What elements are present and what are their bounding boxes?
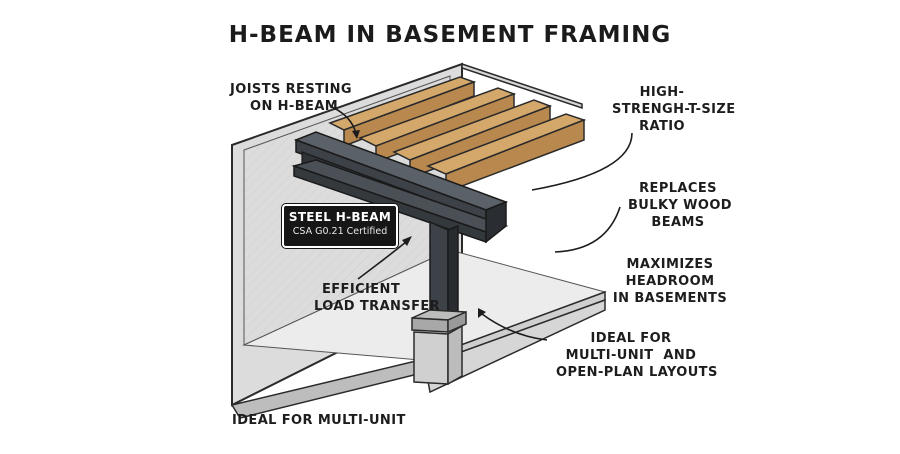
replaces-leader [554,206,621,253]
callout-joists: JOISTS RESTING ON H-BEAM [230,81,352,115]
ratio-leader [531,132,633,191]
badge-subtitle: CSA G0.21 Certified [292,226,388,237]
steel-beam-badge: STEEL H-BEAM CSA G0.21 Certified [282,204,398,248]
callout-ideal-right-line1: IDEAL FOR [590,331,672,346]
callout-ratio-line2: STRENGH-T-SIZE [612,102,736,117]
callout-headroom-line2: HEADROOM [625,274,715,289]
leader-arrows [329,105,633,341]
callout-joists-line2: ON H-BEAM [250,99,339,114]
callout-headroom-line1: MAXIMIZES [626,257,714,272]
callout-ratio-line1: HIGH- [639,85,685,100]
wood-joists [328,76,587,194]
callout-ratio: HIGH- STRENGH-T-SIZE RATIO [612,84,736,135]
ideal-arrow [481,313,548,341]
badge-title: STEEL H-BEAM [288,210,392,224]
callout-ideal-right-line2: MULTI-UNIT AND [565,348,697,363]
efficient-arrow [357,241,407,280]
callout-replaces: REPLACES BULKY WOOD BEAMS [628,180,732,231]
callout-joists-line1: JOISTS RESTING [230,82,352,97]
callout-efficient-line1: EFFICIENT [322,282,401,297]
steel-column [411,220,467,386]
callout-efficient: EFFICIENT LOAD TRANSFER [314,281,440,315]
callout-ratio-line3: RATIO [639,119,685,134]
callout-headroom: MAXIMIZES HEADROOM IN BASEMENTS [610,256,730,307]
callout-efficient-line2: LOAD TRANSFER [314,299,441,314]
callout-ideal-bottom: IDEAL FOR MULTI-UNIT [232,413,406,428]
callout-replaces-line1: REPLACES [639,181,717,196]
callout-ideal-right: IDEAL FOR MULTI-UNIT AND OPEN-PLAN LAYOU… [556,330,718,381]
callout-replaces-line3: BEAMS [651,215,705,230]
diagram-title: H-BEAM IN BASEMENT FRAMING [228,22,672,48]
callout-replaces-line2: BULKY WOOD [628,198,732,213]
callout-ideal-right-line3: OPEN-PLAN LAYOUTS [556,365,718,380]
callout-headroom-line3: IN BASEMENTS [612,291,728,306]
